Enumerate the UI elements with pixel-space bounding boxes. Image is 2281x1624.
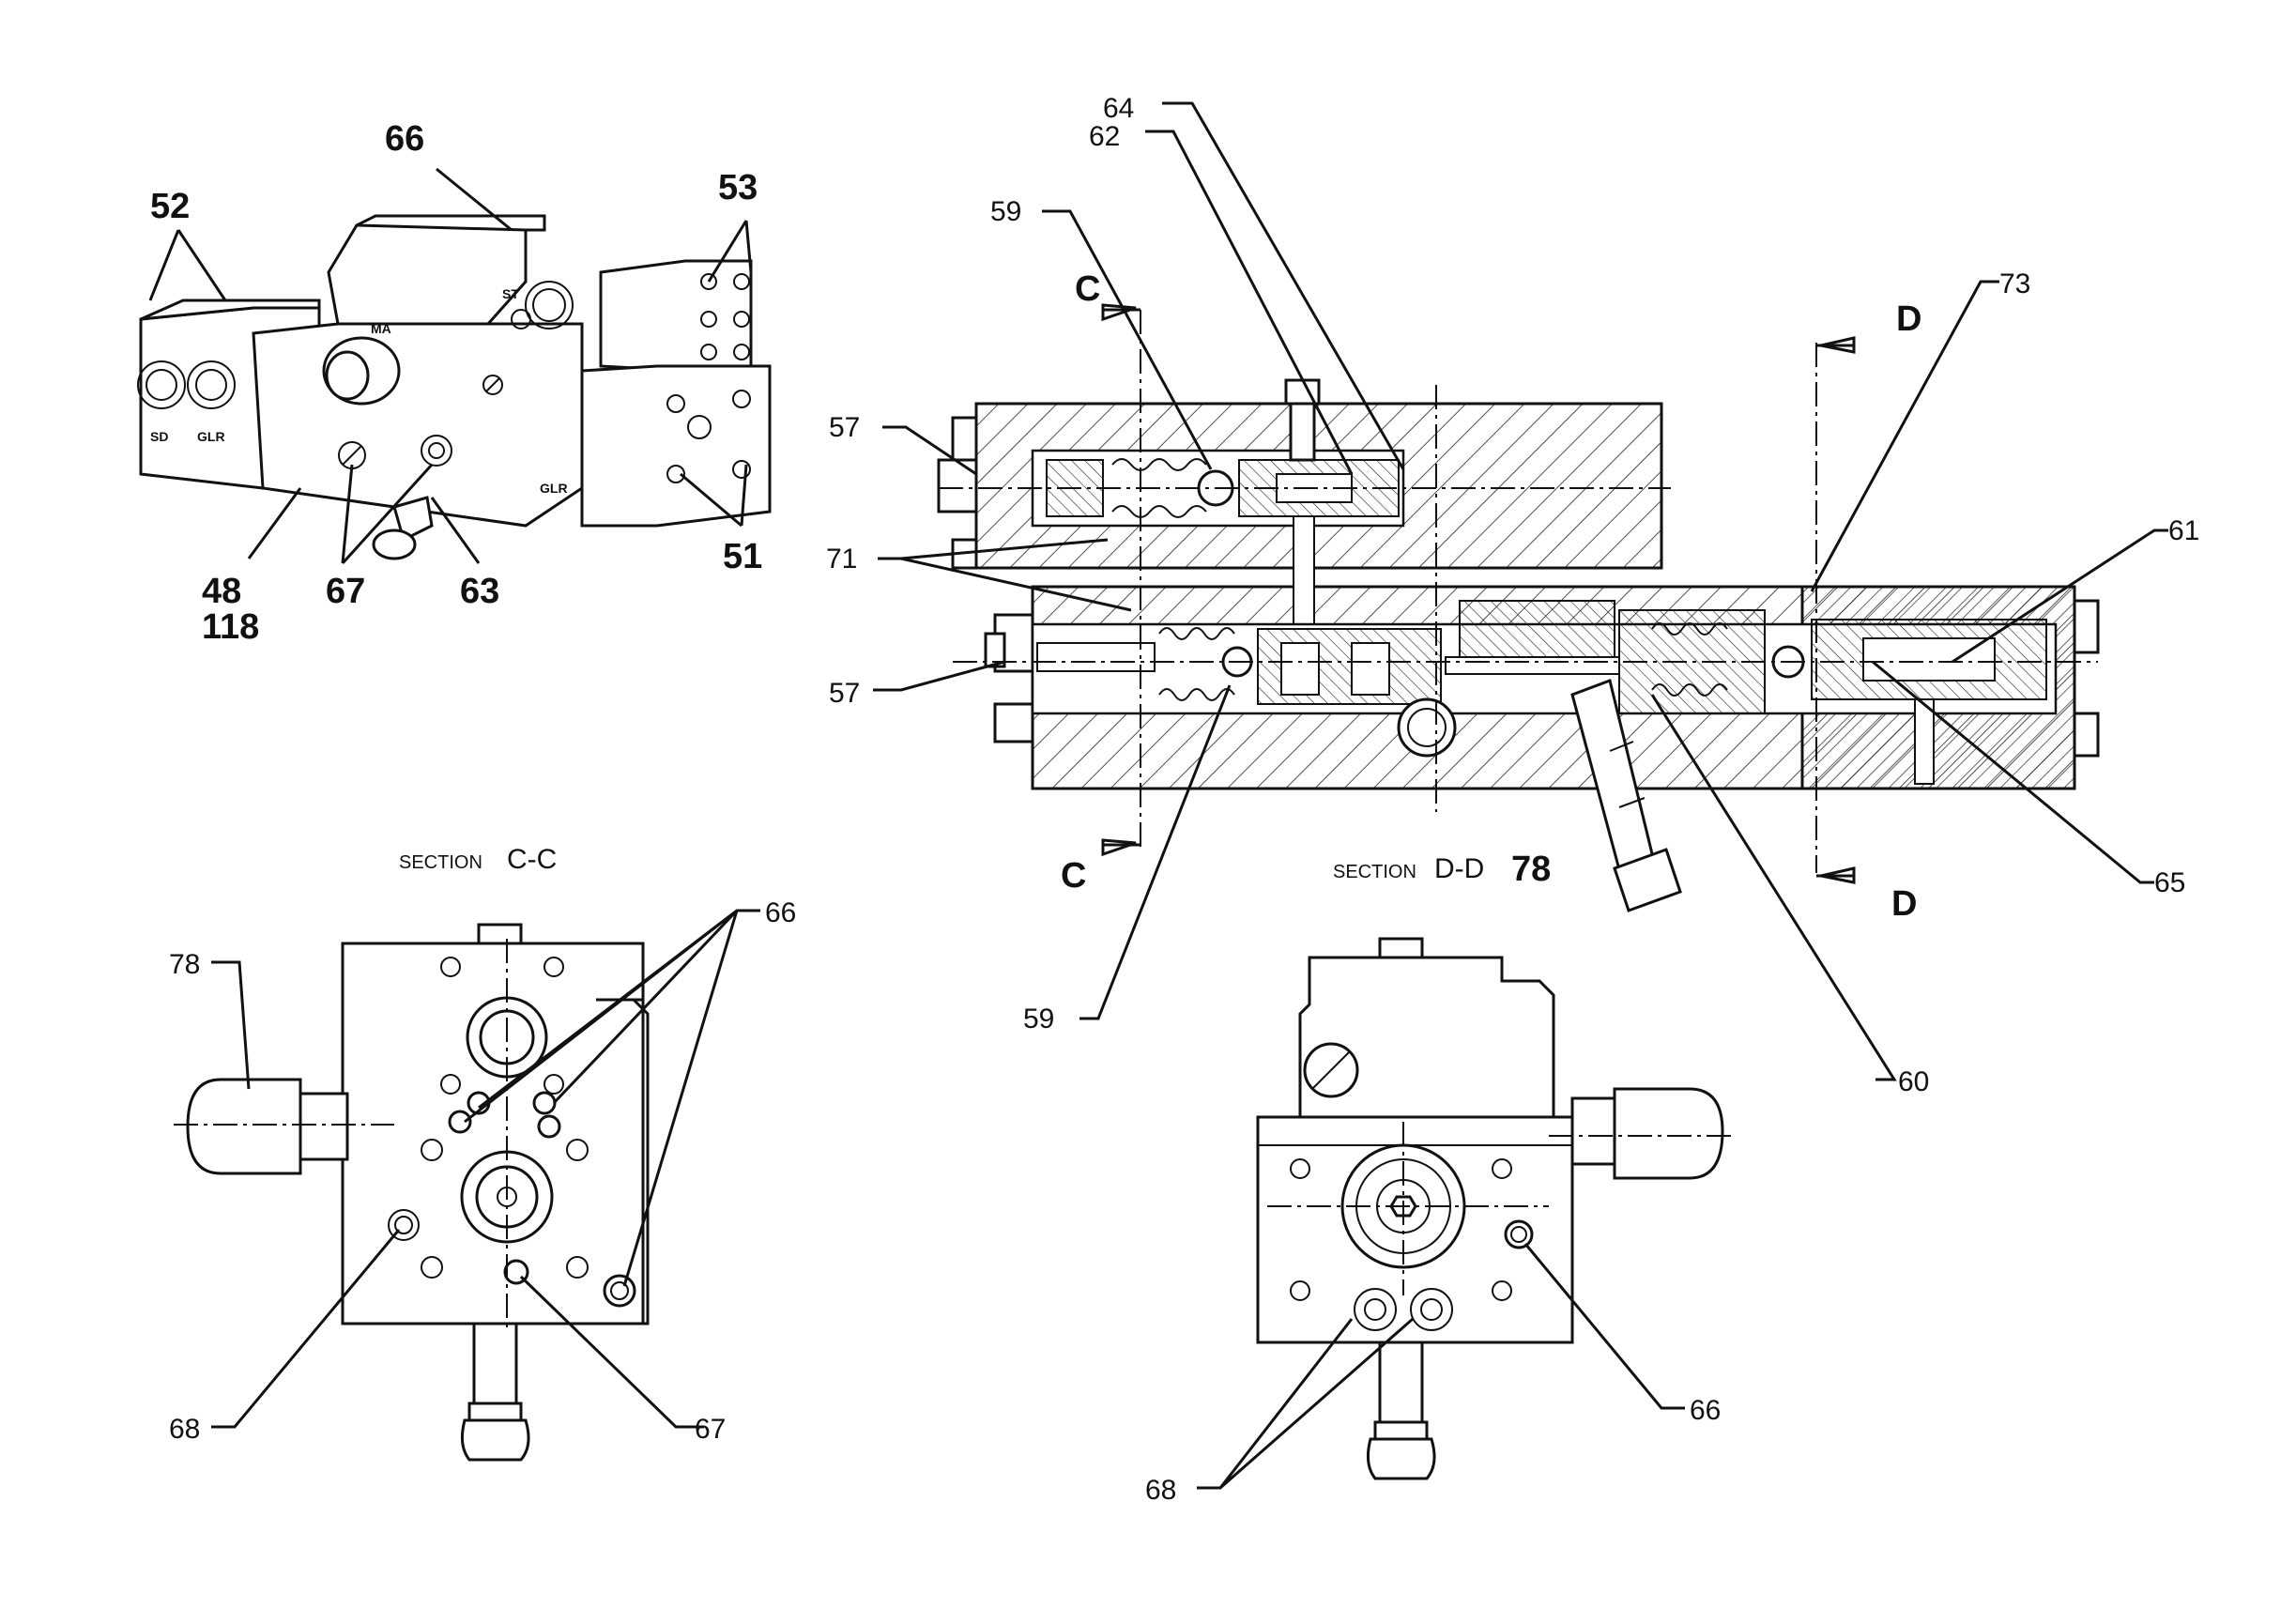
callout-53: 53 bbox=[718, 168, 758, 207]
callout-64: 64 bbox=[1103, 93, 1134, 124]
callout-57-top: 57 bbox=[829, 412, 860, 443]
callout-68-dd: 68 bbox=[1145, 1475, 1176, 1506]
face-mark-st: ST bbox=[502, 286, 519, 301]
section-cc-prefix: SECTION bbox=[399, 852, 482, 873]
callout-78-main: 78 bbox=[1511, 850, 1551, 889]
section-letter-c-top: C bbox=[1075, 269, 1100, 309]
isometric-view: SD GLR MA ST GLR 52 66 53 51 48 118 67 6… bbox=[137, 119, 772, 647]
callout-73: 73 bbox=[1999, 268, 2030, 299]
face-mark-glr-left: GLR bbox=[197, 429, 225, 444]
callout-48: 48 bbox=[202, 572, 241, 611]
section-cc-view: SECTION C-C 66 78 68 67 bbox=[169, 844, 796, 1462]
section-dd-prefix: SECTION bbox=[1333, 862, 1416, 882]
callout-68-cc: 68 bbox=[169, 1414, 200, 1445]
callout-52: 52 bbox=[150, 187, 190, 226]
callout-65: 65 bbox=[2154, 867, 2185, 898]
callout-71: 71 bbox=[826, 544, 857, 575]
callout-61: 61 bbox=[2168, 515, 2199, 546]
main-section-view: 64 62 59 73 57 57 71 61 59 60 65 C C D D… bbox=[826, 93, 2199, 1097]
callout-66-cc: 66 bbox=[765, 897, 796, 928]
callout-66-iso: 66 bbox=[385, 119, 424, 159]
face-mark-glr-right: GLR bbox=[540, 481, 568, 496]
section-letter-d-top: D bbox=[1896, 299, 1921, 339]
callout-67-cc: 67 bbox=[695, 1414, 726, 1445]
callout-59-top: 59 bbox=[990, 196, 1021, 227]
callout-66-dd: 66 bbox=[1690, 1395, 1721, 1426]
section-dd-view: 66 68 bbox=[1145, 937, 1737, 1506]
section-letter-c-bottom: C bbox=[1061, 856, 1086, 896]
callout-78-cc: 78 bbox=[169, 949, 200, 980]
callout-51: 51 bbox=[723, 537, 762, 576]
callout-60: 60 bbox=[1898, 1066, 1929, 1097]
callout-57-bottom: 57 bbox=[829, 678, 860, 709]
section-cc-code: C-C bbox=[507, 844, 557, 875]
callout-118: 118 bbox=[202, 607, 259, 647]
section-dd-code: D-D bbox=[1434, 853, 1484, 884]
face-mark-ma: MA bbox=[371, 321, 391, 336]
callout-63: 63 bbox=[460, 572, 499, 611]
face-mark-sd: SD bbox=[150, 429, 168, 444]
callout-59-bottom: 59 bbox=[1023, 1004, 1054, 1034]
callout-62: 62 bbox=[1089, 121, 1120, 152]
section-letter-d-bottom: D bbox=[1891, 884, 1917, 924]
callout-67-iso: 67 bbox=[326, 572, 365, 611]
